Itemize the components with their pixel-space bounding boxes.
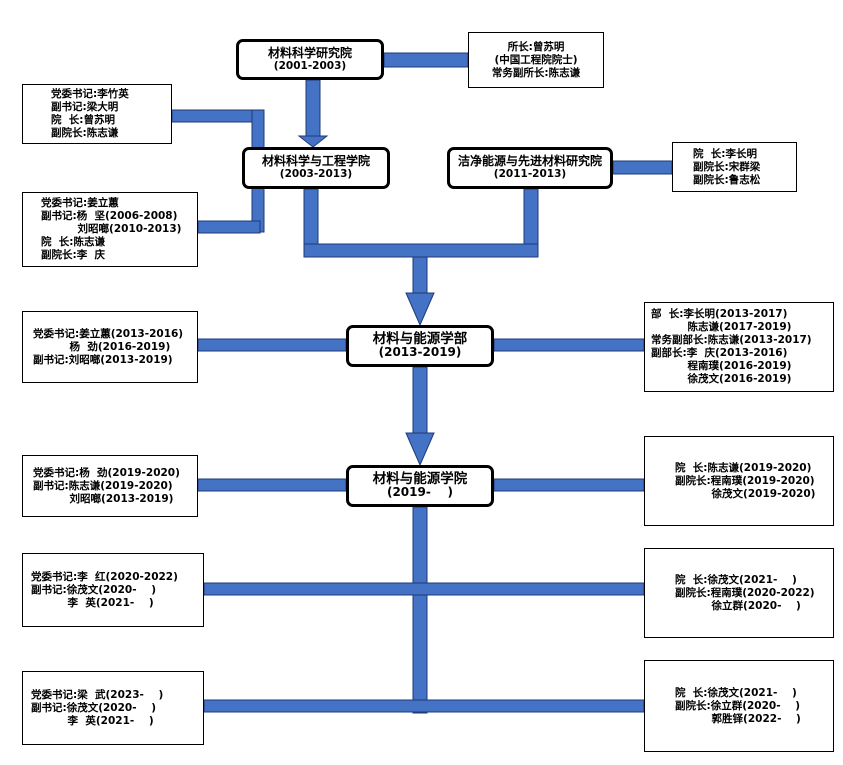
connector-bar bbox=[203, 582, 645, 596]
info-line: 副书记:徐茂文(2020- ) bbox=[31, 701, 156, 714]
info-college-2003-leaders-a: 党委书记:李竹英 副书记:梁大明 院 长:曾苏明 副院长:陈志谦 bbox=[22, 84, 172, 144]
info-faculty-admin: 部 长:李长明(2013-2017) 陈志谦(2017-2019) 常务副部长:… bbox=[644, 302, 834, 392]
info-line: 杨 劲(2016-2019) bbox=[33, 340, 171, 353]
connector-bar bbox=[305, 79, 321, 137]
info-line: 党委书记:梁 武(2023- ) bbox=[31, 688, 164, 701]
connector-bar bbox=[412, 256, 428, 294]
node-clean-energy: 洁净能源与先进材料研究院 (2011-2013) bbox=[447, 147, 613, 189]
node-clean-energy-period: (2011-2013) bbox=[493, 168, 567, 180]
connector-arrows bbox=[297, 135, 435, 467]
connector-bar bbox=[203, 699, 645, 713]
node-school-title: 材料与能源学院 bbox=[372, 471, 468, 487]
info-line: 院 长:曾苏明 bbox=[51, 114, 116, 126]
info-line: 副院长:陈志谦 bbox=[51, 127, 119, 139]
info-school-party-2: 党委书记:李 红(2020-2022) 副书记:徐茂文(2020- ) 李 英(… bbox=[22, 553, 204, 627]
info-line: 徐茂文(2016-2019) bbox=[651, 373, 792, 385]
info-clean-energy-leaders: 院 长:李长明 副院长:宋群梁 副院长:鲁志松 bbox=[672, 142, 797, 192]
connector-bar bbox=[197, 478, 347, 492]
arrow-head bbox=[405, 292, 435, 327]
info-line: (中国工程院院士) bbox=[494, 53, 578, 66]
node-institute-title: 材料科学研究院 bbox=[267, 45, 352, 60]
node-school: 材料与能源学院 (2019- ) bbox=[346, 465, 494, 507]
node-college-2003-title: 材料科学与工程学院 bbox=[261, 154, 370, 168]
info-line: 副院长:徐立群(2020- ) bbox=[675, 699, 800, 712]
node-institute: 材料科学研究院 (2001-2003) bbox=[236, 39, 384, 80]
node-faculty-title: 材料与能源学部 bbox=[372, 331, 468, 347]
info-line: 刘昭啷(2010-2013) bbox=[41, 223, 182, 235]
info-faculty-party: 党委书记:姜立蕙(2013-2016) 杨 劲(2016-2019) 副书记:刘… bbox=[22, 311, 198, 383]
info-line: 副院长:李 庆 bbox=[41, 249, 106, 261]
info-line: 院 长:徐茂文(2021- ) bbox=[675, 686, 797, 699]
info-line: 所长:曾苏明 bbox=[507, 40, 565, 53]
connector-bar bbox=[303, 243, 539, 258]
connector-bars bbox=[171, 52, 673, 714]
info-line: 副院长:程南璞(2020-2022) bbox=[675, 586, 815, 599]
info-institute-leaders: 所长:曾苏明 (中国工程院院士) 常务副所长:陈志谦 bbox=[468, 32, 604, 88]
info-line: 党委书记:李 红(2020-2022) bbox=[31, 570, 178, 583]
info-line: 党委书记:李竹英 bbox=[51, 88, 129, 100]
info-line: 党委书记:姜立蕙 bbox=[41, 197, 119, 209]
info-line: 副院长:鲁志松 bbox=[693, 173, 761, 186]
info-line: 副院长:宋群梁 bbox=[693, 160, 761, 173]
info-line: 党委书记:杨 劲(2019-2020) bbox=[33, 466, 180, 479]
arrow-head bbox=[297, 135, 329, 148]
node-institute-period: (2001-2003) bbox=[273, 59, 347, 72]
info-line: 副部长:李 庆(2013-2016) bbox=[651, 347, 788, 359]
connector-bar bbox=[493, 338, 645, 352]
node-college-2003-period: (2003-2013) bbox=[279, 168, 353, 180]
info-line: 李 英(2021- ) bbox=[31, 596, 154, 609]
connector-bar bbox=[412, 506, 428, 714]
info-line: 副书记:梁大明 bbox=[51, 101, 119, 113]
connector-bar bbox=[493, 478, 645, 492]
info-college-2003-leaders-b: 党委书记:姜立蕙 副书记:杨 坚(2006-2008) 刘昭啷(2010-201… bbox=[22, 192, 198, 267]
connector-bar bbox=[171, 109, 261, 123]
info-line: 陈志谦(2017-2019) bbox=[651, 321, 792, 333]
info-line: 院 长:徐茂文(2021- ) bbox=[675, 573, 797, 586]
info-line: 党委书记:姜立蕙(2013-2016) bbox=[33, 327, 184, 340]
info-line: 刘昭啷(2013-2019) bbox=[33, 492, 174, 505]
info-line: 副书记:刘昭啷(2013-2019) bbox=[33, 353, 173, 366]
arrow-head bbox=[405, 432, 435, 467]
info-school-party-1: 党委书记:杨 劲(2019-2020) 副书记:陈志谦(2019-2020) 刘… bbox=[22, 455, 198, 517]
info-line: 副院长:程南璞(2019-2020) bbox=[675, 474, 815, 487]
info-line: 程南璞(2016-2019) bbox=[651, 360, 792, 372]
info-school-admin-3: 院 长:徐茂文(2021- ) 副院长:徐立群(2020- ) 郭胜铎(2022… bbox=[644, 660, 834, 752]
info-school-admin-2: 院 长:徐茂文(2021- ) 副院长:程南璞(2020-2022) 徐立群(2… bbox=[644, 548, 834, 638]
info-line: 副书记:徐茂文(2020- ) bbox=[31, 583, 156, 596]
info-line: 院 长:陈志谦(2019-2020) bbox=[675, 461, 812, 474]
info-line: 徐茂文(2019-2020) bbox=[675, 487, 816, 500]
info-school-party-3: 党委书记:梁 武(2023- ) 副书记:徐茂文(2020- ) 李 英(202… bbox=[22, 671, 204, 745]
info-line: 院 长:陈志谦 bbox=[41, 236, 106, 248]
info-line: 徐立群(2020- ) bbox=[675, 599, 801, 612]
info-line: 常务副所长:陈志谦 bbox=[491, 66, 581, 79]
info-line: 李 英(2021- ) bbox=[31, 714, 154, 727]
node-faculty-period: (2013-2019) bbox=[378, 345, 462, 359]
node-school-period: (2019- ) bbox=[386, 485, 454, 499]
info-line: 院 长:李长明 bbox=[693, 147, 758, 160]
info-school-admin-1: 院 长:陈志谦(2019-2020) 副院长:程南璞(2019-2020) 徐茂… bbox=[644, 436, 834, 526]
info-line: 副书记:陈志谦(2019-2020) bbox=[33, 479, 173, 492]
info-line: 常务副部长:陈志谦(2013-2017) bbox=[651, 334, 812, 346]
connector-bar bbox=[412, 366, 428, 434]
info-line: 郭胜铎(2022- ) bbox=[675, 712, 801, 725]
node-clean-energy-title: 洁净能源与先进材料研究院 bbox=[457, 154, 602, 168]
connector-bar bbox=[197, 338, 347, 352]
info-line: 部 长:李长明(2013-2017) bbox=[651, 308, 788, 320]
connector-bar bbox=[197, 220, 261, 234]
connector-bar bbox=[612, 160, 673, 175]
connector-bar bbox=[383, 52, 469, 68]
node-college-2003: 材料科学与工程学院 (2003-2013) bbox=[242, 147, 390, 189]
node-faculty: 材料与能源学部 (2013-2019) bbox=[346, 325, 494, 367]
info-line: 副书记:杨 坚(2006-2008) bbox=[41, 210, 178, 222]
